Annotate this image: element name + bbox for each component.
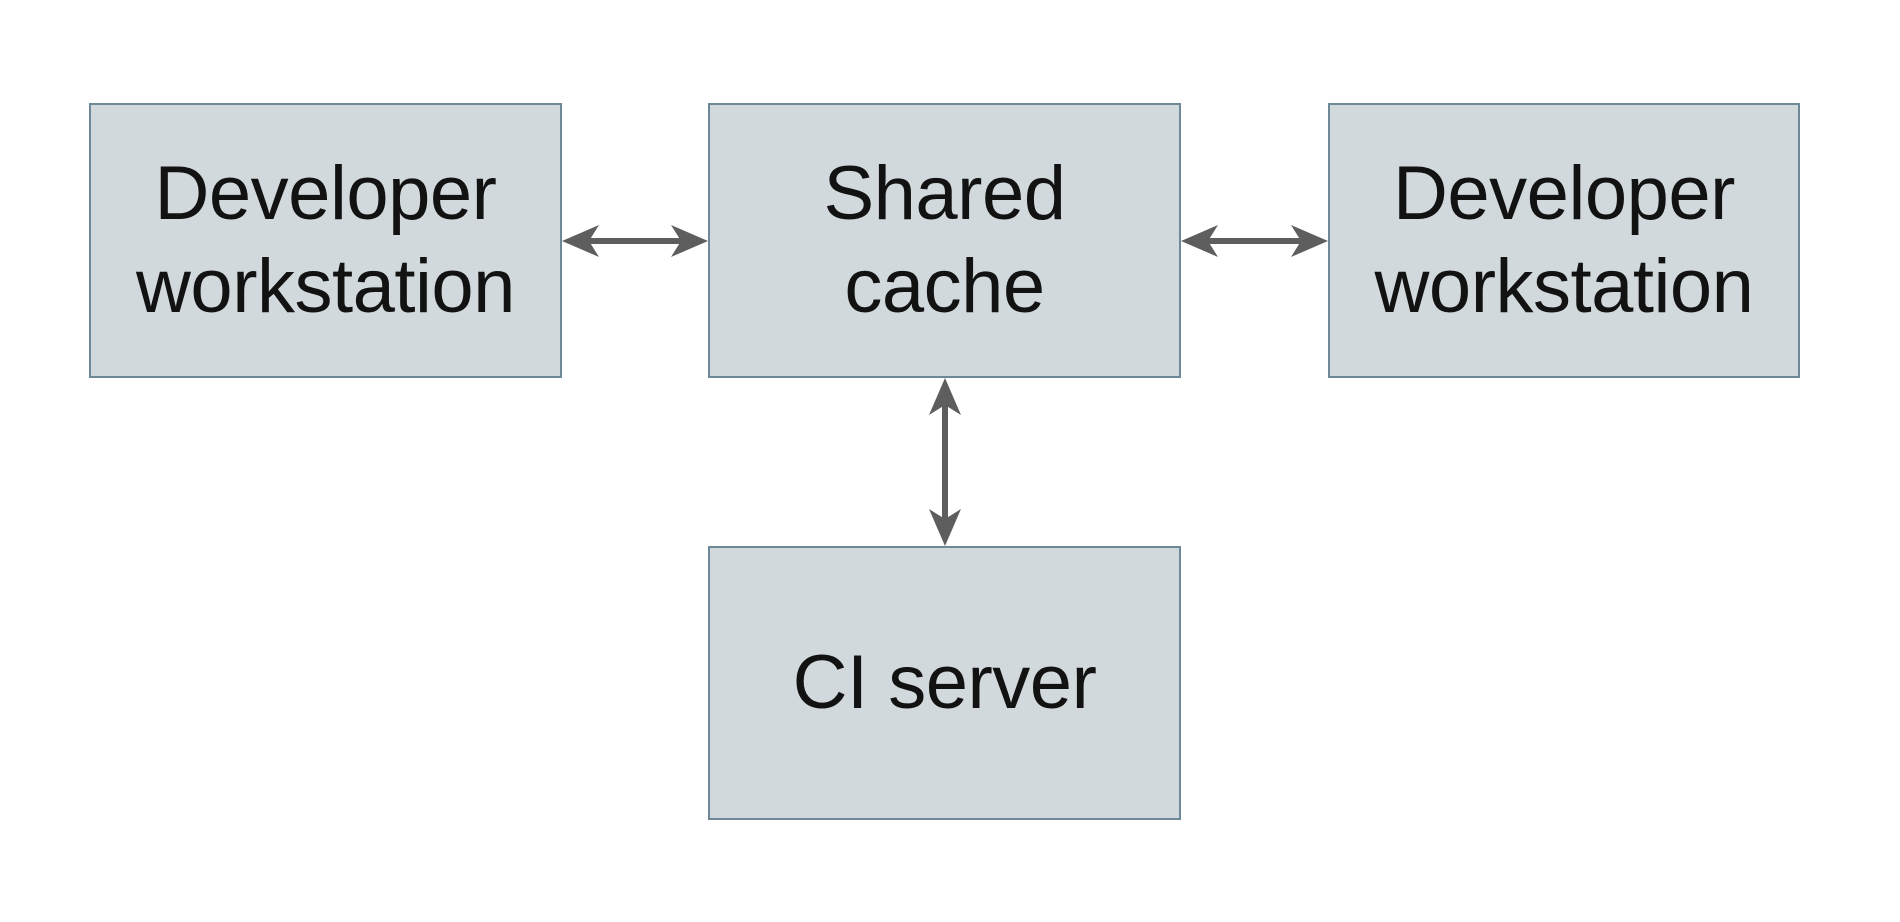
bidirectional-arrow-icon bbox=[928, 378, 962, 546]
bidirectional-arrow-icon bbox=[562, 224, 708, 258]
node-label: CI server bbox=[792, 639, 1097, 725]
node-ci-server: CI server bbox=[708, 546, 1181, 820]
node-label: Developer workstation bbox=[1374, 150, 1754, 329]
node-label: Developer workstation bbox=[136, 150, 515, 329]
node-developer-workstation-left: Developer workstation bbox=[89, 103, 562, 378]
node-shared-cache: Shared cache bbox=[708, 103, 1181, 378]
node-developer-workstation-right: Developer workstation bbox=[1328, 103, 1800, 378]
node-label: Shared cache bbox=[823, 150, 1066, 329]
bidirectional-arrow-icon bbox=[1181, 224, 1328, 258]
